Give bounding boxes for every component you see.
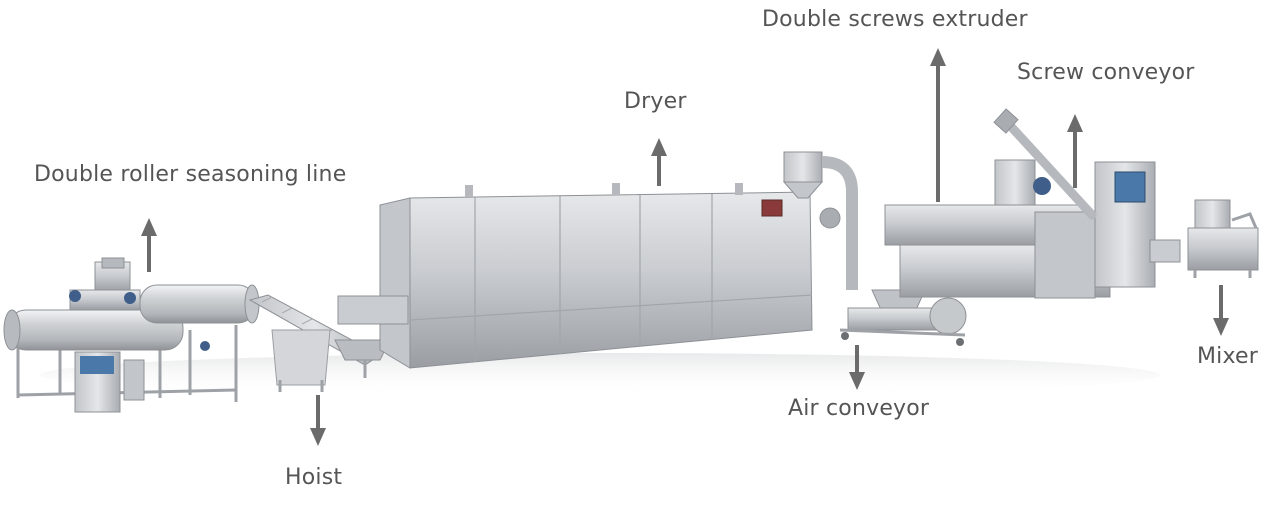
arrow-down-mixer [1213, 285, 1229, 336]
arrow-up-dryer [651, 138, 667, 186]
label-dryer: Dryer [624, 89, 687, 114]
hoist-machine [248, 294, 391, 392]
label-mixer: Mixer [1197, 344, 1259, 369]
arrow-up-screw-conveyor [1067, 114, 1083, 188]
arrow-down-hoist [310, 395, 326, 446]
extruder-machine [884, 159, 1181, 299]
label-screw-conveyor: Screw conveyor [1017, 60, 1195, 85]
screw-conveyor-machine [993, 108, 1097, 220]
dryer-machine [337, 151, 858, 369]
label-extruder: Double screws extruder [762, 7, 1028, 32]
seasoning-line-machine [3, 257, 260, 413]
arrow-up-extruder [930, 48, 946, 202]
mixer-machine [1187, 199, 1259, 278]
label-seasoning-line: Double roller seasoning line [34, 162, 347, 187]
arrow-down-air-conveyor [849, 345, 865, 390]
label-hoist: Hoist [285, 465, 343, 490]
label-air-conveyor: Air conveyor [788, 396, 930, 421]
air-conveyor-machine [839, 289, 967, 346]
arrow-up-seasoning [141, 218, 157, 272]
